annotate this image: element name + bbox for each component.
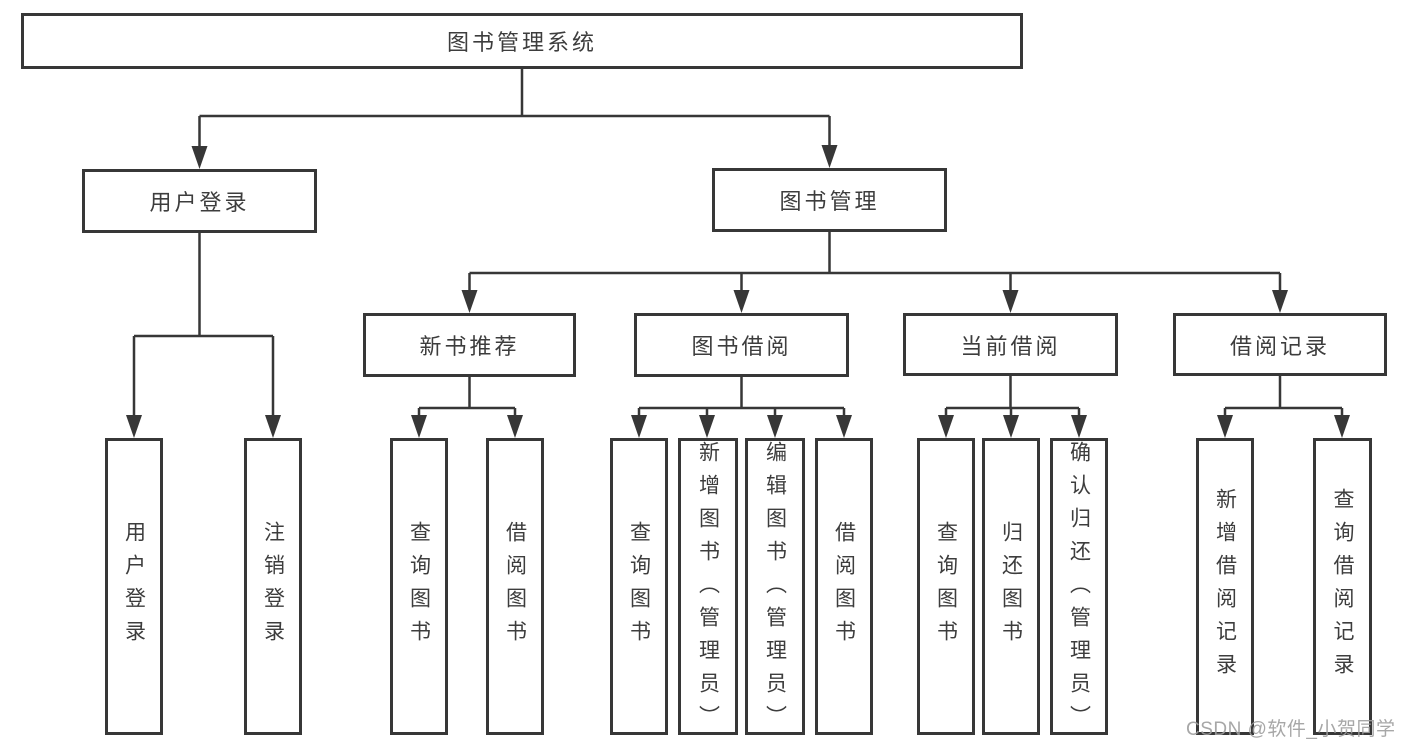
watermark-csdn: CSDN @软件_小贺同学 xyxy=(1186,719,1396,740)
arrowhead-down-icon xyxy=(938,415,954,438)
arrowhead-down-icon xyxy=(1334,415,1350,438)
leaf-query-books: 查询图书 xyxy=(390,438,448,735)
arrowhead-down-icon xyxy=(836,415,852,438)
arrowhead-down-icon xyxy=(631,415,647,438)
leaf-borrow-books: 借阅图书 xyxy=(486,438,544,735)
connector-borrowing-records-to-leaves xyxy=(1223,376,1344,422)
leaf-query-books: 查询图书 xyxy=(917,438,975,735)
arrowheads xyxy=(126,145,1350,438)
arrowhead-down-icon xyxy=(507,415,523,438)
arrowhead-down-icon xyxy=(1003,415,1019,438)
connector-root-to-level2 xyxy=(198,69,831,150)
connector-user-login-to-leaves xyxy=(132,233,275,420)
arrowhead-down-icon xyxy=(1002,290,1019,313)
node-current-borrowing: 当前借阅 xyxy=(903,313,1118,376)
arrowhead-down-icon xyxy=(191,146,208,169)
leaf-query-borrow-record: 查询借阅记录 xyxy=(1313,438,1372,735)
node-borrowing-records: 借阅记录 xyxy=(1173,313,1387,376)
arrowhead-down-icon xyxy=(461,290,478,313)
arrowhead-down-icon xyxy=(1217,415,1233,438)
connector-new-book-recommend-to-leaves xyxy=(417,377,517,422)
leaf-edit-books-admin: 编辑图书（管理员） xyxy=(745,438,805,738)
leaf-borrow-books: 借阅图书 xyxy=(815,438,873,735)
node-user-login: 用户登录 xyxy=(82,169,317,233)
arrowhead-down-icon xyxy=(1071,415,1087,438)
leaf-confirm-return-admin: 确认归还（管理员） xyxy=(1050,438,1108,738)
leaf-add-books-admin: 新增图书（管理员） xyxy=(678,438,738,738)
leaf-add-borrow-record: 新增借阅记录 xyxy=(1196,438,1254,735)
leaf-logout: 注销登录 xyxy=(244,438,302,735)
arrowhead-down-icon xyxy=(821,145,838,168)
leaf-return-books: 归还图书 xyxy=(982,438,1040,735)
arrowhead-down-icon xyxy=(126,415,142,438)
leaf-query-books: 查询图书 xyxy=(610,438,668,735)
node-library-management-system: 图书管理系统 xyxy=(21,13,1023,69)
connector-book-management-to-level3 xyxy=(468,232,1282,296)
arrowhead-down-icon xyxy=(265,415,281,438)
leaf-user-login: 用户登录 xyxy=(105,438,163,735)
arrowhead-down-icon xyxy=(733,290,750,313)
arrowhead-down-icon xyxy=(1272,290,1288,313)
node-book-management: 图书管理 xyxy=(712,168,947,232)
arrowhead-down-icon xyxy=(411,415,427,438)
connector-book-borrowing-to-leaves xyxy=(637,377,846,422)
node-new-book-recommendation: 新书推荐 xyxy=(363,313,576,377)
arrowhead-down-icon xyxy=(699,415,715,438)
node-book-borrowing: 图书借阅 xyxy=(634,313,849,377)
arrowhead-down-icon xyxy=(767,415,783,438)
